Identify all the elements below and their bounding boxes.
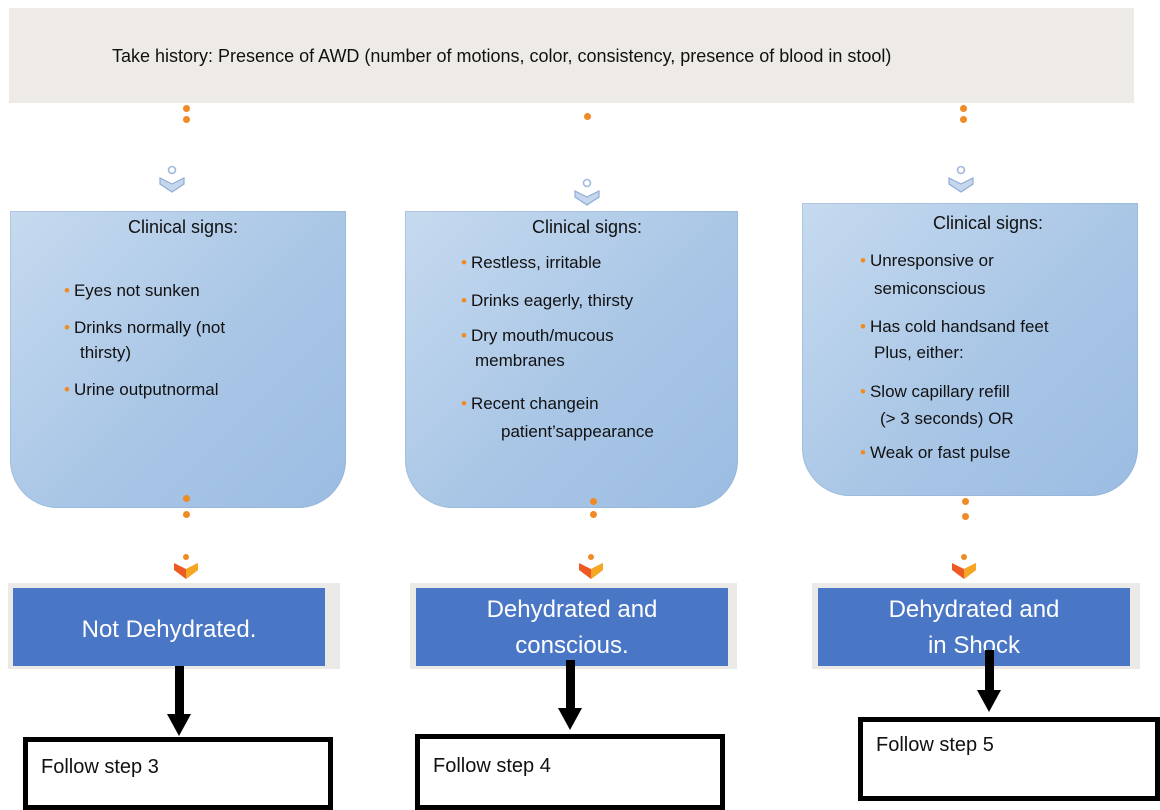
outcome-dehydrated-shock: Dehydrated and in Shock	[818, 588, 1130, 666]
orange-red-chevron-icon	[952, 554, 976, 579]
connector-dot	[183, 495, 190, 502]
connector-dot	[183, 105, 190, 112]
clinical-signs-card-dehydrated-conscious: Clinical signs: •Restless, irritable •Dr…	[405, 211, 738, 508]
sign-item-continued: semiconscious	[874, 279, 986, 298]
outcome-line: Not Dehydrated.	[81, 616, 257, 643]
light-blue-chevron-icon	[574, 178, 600, 206]
sign-item-continued: Plus, either:	[874, 343, 964, 362]
clinical-signs-card-not-dehydrated: Clinical signs: •Eyes not sunken •Drinks…	[10, 211, 346, 508]
step-label: Follow step 3	[41, 756, 159, 778]
orange-red-chevron-icon	[174, 554, 198, 579]
outcome-line: Dehydrated and	[486, 596, 658, 623]
card-title: Clinical signs:	[933, 213, 1044, 233]
connector-dot	[584, 113, 591, 120]
sign-item: •Eyes not sunken	[64, 281, 200, 300]
sign-item: •Weak or fast pulse	[860, 443, 1011, 462]
light-blue-chevron-icon	[948, 165, 974, 193]
step-box-4: Follow step 4	[415, 734, 725, 810]
sign-item: •Restless, irritable	[461, 253, 602, 272]
outcome-line: in Shock	[927, 632, 1021, 659]
sign-item: •Slow capillary refill	[860, 382, 1010, 401]
connector-dot	[960, 116, 967, 123]
connector-dot	[960, 105, 967, 112]
outcome-dehydrated-conscious: Dehydrated and conscious.	[416, 588, 728, 666]
card-title: Clinical signs:	[128, 217, 239, 237]
sign-item: •Urine outputnormal	[64, 380, 219, 399]
history-text: Take history: Presence of AWD (number of…	[112, 46, 892, 66]
history-box: Take history: Presence of AWD (number of…	[9, 8, 1134, 103]
clinical-signs-card-shock: Clinical signs: •Unresponsive or semicon…	[802, 203, 1138, 496]
sign-item-continued: thirsty)	[80, 343, 131, 362]
sign-item-continued: membranes	[475, 351, 565, 370]
connector-dot	[962, 513, 969, 520]
orange-red-chevron-icon	[579, 554, 603, 579]
connector-dot	[183, 116, 190, 123]
connector-dot	[183, 511, 190, 518]
step-label: Follow step 5	[876, 734, 994, 756]
sign-item: •Recent changein	[461, 394, 599, 413]
down-arrow-shaft	[566, 660, 575, 710]
step-box-5: Follow step 5	[858, 717, 1160, 801]
sign-item-continued: patient’sappearance	[501, 422, 654, 441]
outcome-not-dehydrated: Not Dehydrated.	[13, 588, 325, 666]
sign-item: •Unresponsive or	[860, 251, 994, 270]
down-arrow-head	[558, 708, 582, 730]
connector-dot	[962, 498, 969, 505]
sign-item: •Has cold handsand feet	[860, 317, 1049, 336]
down-arrow-shaft	[985, 650, 994, 692]
sign-item: •Drinks normally (not	[64, 318, 226, 337]
card-title: Clinical signs:	[532, 217, 643, 237]
outcome-line: conscious.	[515, 632, 629, 659]
down-arrow-head	[977, 690, 1001, 712]
outcome-line: Dehydrated and	[888, 596, 1060, 623]
connector-dot	[590, 511, 597, 518]
down-arrow-head	[167, 714, 191, 736]
sign-item: •Dry mouth/mucous	[461, 326, 614, 345]
sign-item-continued: (> 3 seconds) OR	[880, 409, 1014, 428]
down-arrow-shaft	[175, 666, 184, 716]
step-box-3: Follow step 3	[23, 737, 333, 810]
step-label: Follow step 4	[433, 755, 551, 777]
connector-dot	[590, 498, 597, 505]
sign-item: •Drinks eagerly, thirsty	[461, 291, 634, 310]
light-blue-chevron-icon	[159, 165, 185, 193]
